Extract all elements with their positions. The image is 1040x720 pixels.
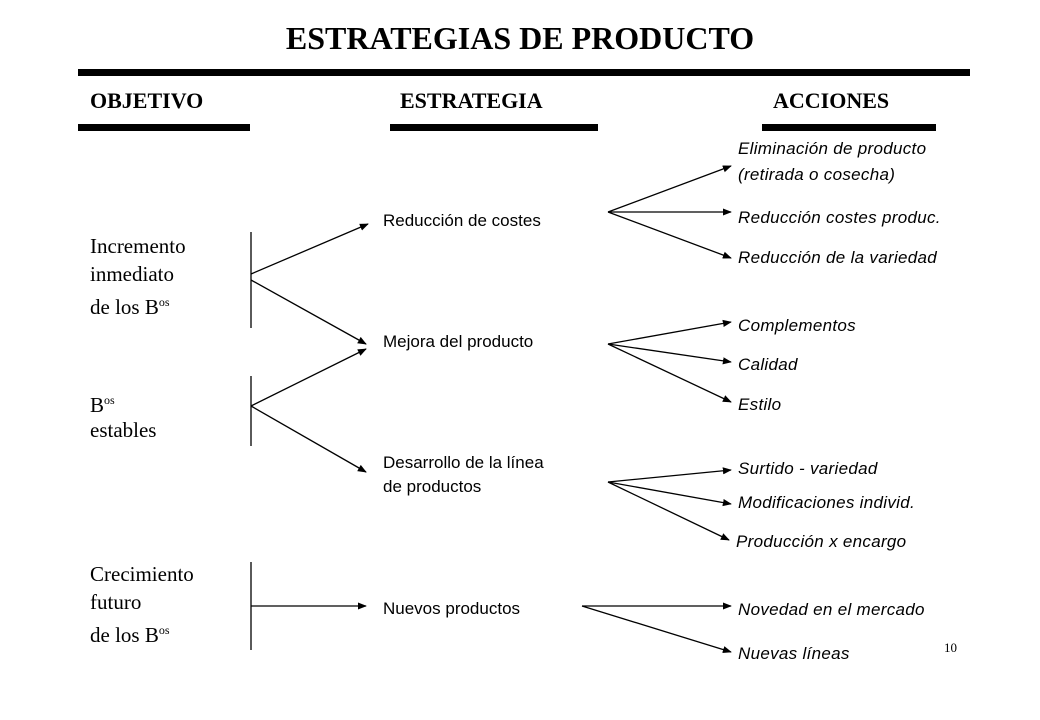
- arrow-mejora-calidad: [607, 343, 732, 365]
- header-acciones: ACCIONES: [773, 88, 890, 113]
- arrow-reduccion-variedad: [607, 211, 732, 259]
- accion-novedad: Novedad en el mercado: [738, 600, 925, 619]
- header-objetivo: OBJETIVO: [90, 88, 204, 113]
- arrow-desarrollo-surtido: [607, 467, 732, 483]
- estrategia-rule: [390, 124, 598, 131]
- arrow-mejora-estilo: [607, 343, 732, 403]
- page-title: ESTRATEGIAS DE PRODUCTO: [285, 20, 755, 56]
- objetivo-crecimiento: Crecimiento futuro de los Bos: [90, 562, 194, 647]
- arrow-estables-mejora: [250, 348, 367, 407]
- accion-produccion: Producción x encargo: [736, 532, 907, 551]
- estrategia-nuevos: Nuevos productos: [383, 599, 521, 618]
- estrategia-reduccion: Reducción de costes: [383, 211, 541, 230]
- accion-surtido: Surtido - variedad: [738, 459, 878, 478]
- accion-reduccion-costes: Reducción costes produc.: [738, 208, 941, 227]
- accion-nuevas-lineas: Nuevas líneas: [738, 644, 850, 663]
- arrow-estables-desarrollo: [250, 405, 367, 473]
- arrow-reduccion-eliminacion: [607, 165, 732, 213]
- arrow-desarrollo-produccion: [607, 481, 730, 541]
- accion-complementos: Complementos: [738, 316, 856, 335]
- header-estrategia: ESTRATEGIA: [400, 88, 543, 113]
- arrow-incremento-mejora: [250, 279, 367, 345]
- objetivo-rule: [78, 124, 250, 131]
- objetivo-estables: Bos estables: [90, 393, 157, 442]
- arrow-nuevos-lineas: [581, 605, 732, 654]
- arrow-desarrollo-modificaciones: [607, 481, 732, 507]
- accion-reduccion-variedad: Reducción de la variedad: [738, 248, 938, 267]
- accion-modificaciones: Modificaciones individ.: [738, 493, 915, 512]
- estrategia-mejora: Mejora del producto: [383, 332, 534, 351]
- accion-estilo: Estilo: [738, 395, 782, 414]
- acciones-rule: [762, 124, 936, 131]
- accion-eliminacion: Eliminación de producto (retirada o cose…: [738, 139, 927, 184]
- page-number: 10: [944, 640, 957, 655]
- title-rule: [78, 69, 970, 76]
- arrow-incremento-reduccion: [250, 223, 369, 275]
- estrategia-desarrollo: Desarrollo de la línea de productos: [383, 453, 544, 496]
- arrow-mejora-complementos: [607, 319, 732, 345]
- accion-calidad: Calidad: [738, 355, 798, 374]
- objetivo-incremento: Incremento inmediato de los Bos: [90, 234, 186, 319]
